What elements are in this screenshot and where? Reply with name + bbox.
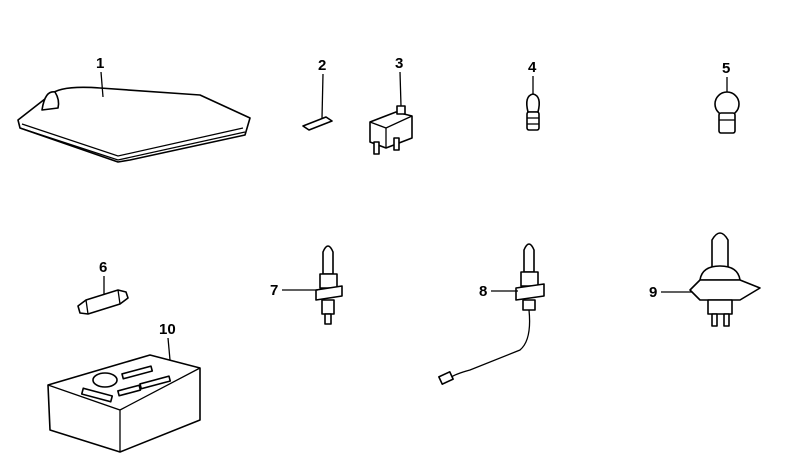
callout-6: 6: [99, 259, 107, 276]
part-10-box[interactable]: 10: [47, 321, 201, 453]
callout-8: 8: [479, 283, 487, 300]
callout-7: 7: [270, 282, 278, 299]
part-9-h4-bulb[interactable]: 9: [649, 232, 761, 327]
part-4-bulb[interactable]: 4: [526, 59, 540, 131]
callout-9: 9: [649, 284, 657, 301]
callout-2: 2: [318, 57, 326, 74]
part-1-cloth[interactable]: 1: [17, 55, 251, 163]
part-7-h1-bulb[interactable]: 7: [270, 245, 343, 325]
callout-10: 10: [159, 321, 176, 338]
callout-5: 5: [722, 60, 730, 77]
part-3-relay[interactable]: 3: [369, 55, 413, 155]
callout-1: 1: [96, 55, 104, 72]
part-2-fuse[interactable]: 2: [302, 57, 333, 131]
part-5-bulb[interactable]: 5: [714, 60, 740, 134]
callout-4: 4: [528, 59, 537, 76]
part-8-h3-bulb[interactable]: 8: [438, 243, 545, 385]
callout-3: 3: [395, 55, 403, 72]
part-6-festoon[interactable]: 6: [77, 259, 129, 315]
